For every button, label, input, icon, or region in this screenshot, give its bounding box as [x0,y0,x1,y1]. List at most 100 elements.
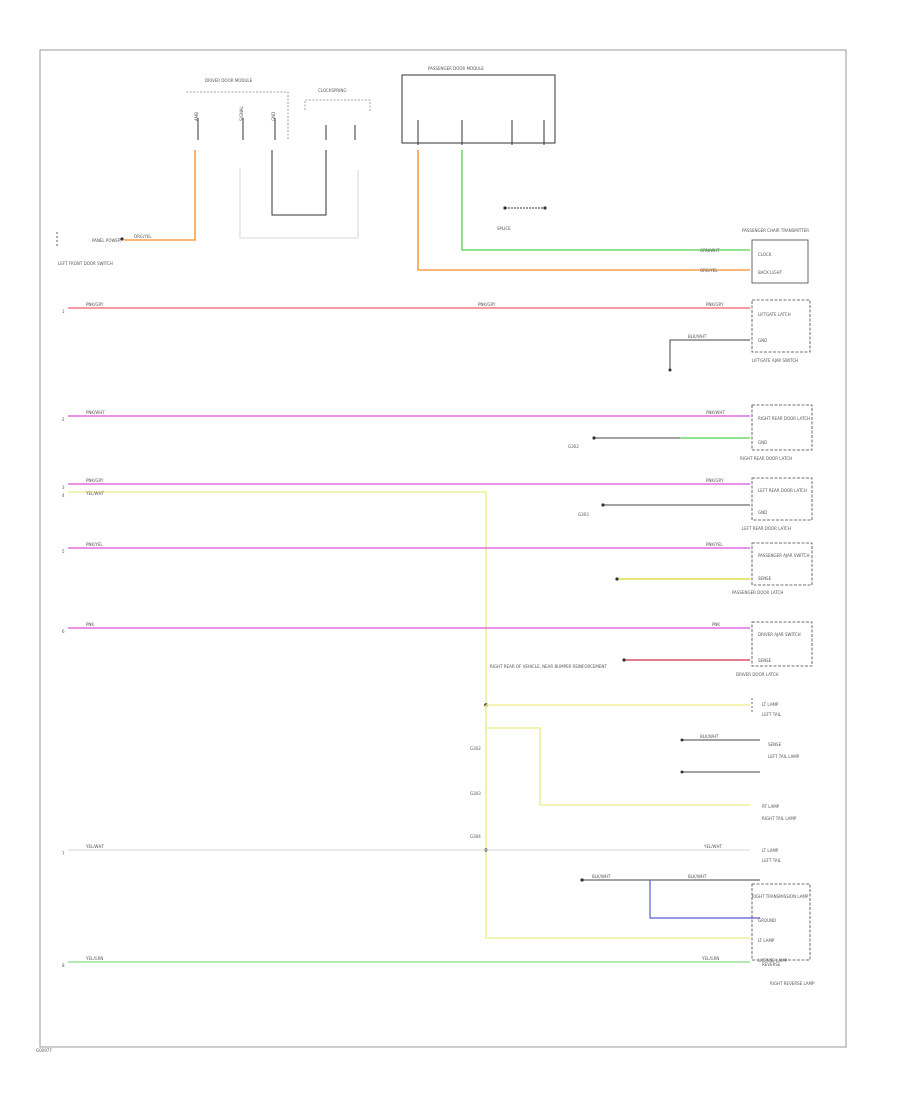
wire-orange-mid-label: ORG/YEL [700,268,718,273]
lamp-4: LT LAMP LEFT TAIL [762,848,782,863]
left-rear-door-latch: LEFT REAR DOOR LATCH GND LEFT REAR DOOR … [742,477,813,531]
wire-row8-end-label: YEL/GRN [701,956,719,961]
ground-g303: G303 [470,791,481,796]
left-front-door-switch: PANEL POWER LEFT FRONT DOOR SWITCH [56,232,124,266]
ground-drv [622,658,626,662]
liftgate-latch: LIFTGATE LATCH GND LIFTGATE AJAR SWITCH [751,299,811,363]
lt-sensor-label: BLK/WHT [700,734,719,739]
passenger-door-latch: PASSENGER AJAR SWITCH SENSE PASSENGER DO… [732,542,813,595]
rr-latch-gnd: GND [758,440,767,445]
driver-pin-2: SIGNAL [239,105,244,121]
ground-rr-label: G302 [568,444,579,449]
wire-row7-end-label: YEL/WHT [703,844,723,849]
wire-row8-label: YEL/GRN [85,956,103,961]
right-reverse-lamp: REVERSE RIGHT REVERSE LAMP [762,962,815,986]
license-lamp-name: LICENSE LAMP [758,958,788,963]
wire-blue [649,880,760,919]
transmitter-label: PASSENGER CHAIR TRANSMITTER [742,228,809,233]
left-door-switch-label: PANEL POWER [92,238,121,243]
liftgate-pin-gnd: GND [758,338,767,343]
license-lamp-pin-2: LT LAMP [758,938,775,943]
pass-latch-sense: SENSE [758,576,772,581]
wire-orange-left-label: ORG/YEL [134,234,152,239]
clockspring-label: CLOCKSPRING [318,88,346,93]
wire-row2-label: PNK/WHT [86,410,105,415]
row1-num: 1 [62,309,65,314]
ground-rr [592,436,596,440]
transmitter-pin-2: BACK LIGHT [758,270,783,275]
wire-row4-label: YEL/WHT [85,491,105,496]
splice-top-label: SPLICE [497,226,511,231]
lamp-4-sub: LEFT TAIL [762,858,782,863]
right-tail-lamp: RT LAMP RIGHT TAIL LAMP [762,804,797,821]
liftgate-sub: LIFTGATE AJAR SWITCH [752,358,798,363]
diagram-border [39,49,847,1048]
wire-yellow-branch-2 [486,727,750,806]
row5-num: 5 [62,549,65,554]
right-tail-lamp-sub: RIGHT TAIL LAMP [762,816,797,821]
wire-row6-label: PNK [86,622,94,627]
lr-latch-sub: LEFT REAR DOOR LATCH [742,526,791,531]
wire-orange-left [124,150,196,241]
row6-num: 6 [62,629,65,634]
ground-lr [601,503,605,507]
drv-latch-name: DRIVER AJAR SWITCH [758,632,801,637]
wire-green-passenger [461,150,750,251]
bracket-driver-clockspring [239,168,359,239]
wire-row7-label: YEL/WHT [85,844,105,849]
wire-blk-left-label: BLK/WHT [592,874,611,879]
ground-pass [615,577,619,581]
passenger-door-module: PASSENGER DOOR MODULE [401,66,556,144]
wire-yellow-branch-3 [485,705,750,939]
wire-row5-end-label: PNK/YEL [706,542,723,547]
splice-note: RIGHT REAR OF VEHICLE, NEAR BUMPER REINF… [490,664,607,669]
driver-door-module-label: DRIVER DOOR MODULE [205,78,253,83]
driver-door-module: DRIVER DOOR MODULE AMB SIGNAL GND [186,78,289,140]
wire-row6-end-label: PNK [712,622,720,627]
right-reverse-lamp-name: REVERSE [762,962,781,967]
left-tail-lamp-sub: LEFT TAIL LAMP [768,754,800,759]
wire-row1-end-label: PNK/GRY [706,302,724,307]
lr-latch-gnd: GND [758,510,767,515]
ground-g304: G304 [470,834,481,839]
row8-num: 8 [62,963,65,968]
ground-lr-label: G303 [578,512,589,517]
license-lamp-pin-1: GROUND [758,918,776,923]
row4-num: 4 [62,493,65,498]
row2-num: 2 [62,417,65,422]
pass-latch-name: PASSENGER AJAR SWITCH [758,553,809,558]
ground-blk [580,878,584,882]
ground-g302: G302 [470,746,481,751]
lamp-1: LT LAMP LEFT TAIL [751,698,782,717]
ground-liftgate [668,368,672,372]
wire-orange-passenger [417,150,750,271]
lamp-4-name: LT LAMP [762,848,779,853]
pass-latch-sub: PASSENGER DOOR LATCH [732,590,783,595]
connector-stubs-top [197,118,545,145]
passenger-switch-transmitter: PASSENGER CHAIR TRANSMITTER CLOCK BACK L… [742,228,809,284]
driver-pin-1: AMB [194,112,199,121]
rr-latch-sub: RIGHT REAR DOOR LATCH [740,456,792,461]
ground-lt-2 [680,770,684,774]
wire-liftgate-gnd-label: BLK/WHT [688,334,707,339]
row3-num: 3 [62,485,65,490]
wire-row3-label: PNK/GRY [86,478,104,483]
driver-door-latch: DRIVER AJAR SWITCH SENSE DRIVER DOOR LAT… [736,621,813,677]
lr-latch-name: LEFT REAR DOOR LATCH [758,488,807,493]
lamp-1-sub: LEFT TAIL [762,712,782,717]
left-door-switch-name: LEFT FRONT DOOR SWITCH [58,261,113,266]
wire-row1-mid-label: PNK/GRY [478,302,496,307]
footer-code: G00977 [36,1048,52,1053]
wire-blk-right-label: BLK/WHT [688,874,707,879]
wire-green-label: GRN/WHT [700,248,720,253]
right-rear-door-latch: RIGHT REAR DOOR LATCH GND RIGHT REAR DOO… [740,404,813,461]
right-tail-lamp-name: RT LAMP [762,804,780,809]
ground-lt-1 [680,738,684,742]
passenger-door-module-label: PASSENGER DOOR MODULE [428,66,484,71]
splice-top: SPLICE [497,206,547,231]
wire-row1-label: PNK/GRY [86,302,104,307]
transmitter-pin-1: CLOCK [758,252,772,257]
wire-row3-end-label: PNK/GRY [706,478,724,483]
wire-liftgate-gnd [669,339,750,370]
